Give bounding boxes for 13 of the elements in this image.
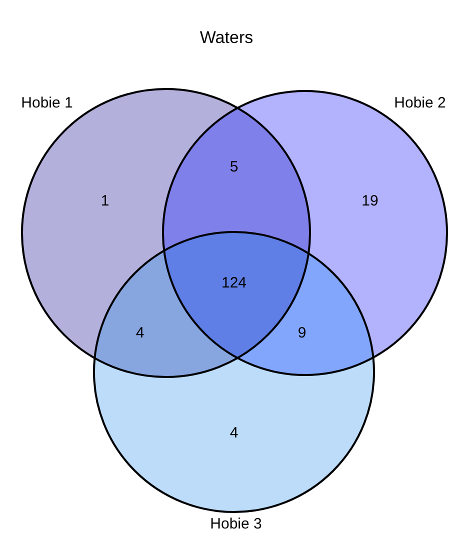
region-count: 9 bbox=[298, 324, 306, 342]
region-count: 124 bbox=[221, 274, 247, 292]
region-count: 1 bbox=[100, 192, 110, 210]
set-circle bbox=[162, 90, 448, 376]
chart-title: Waters bbox=[200, 28, 254, 48]
set-label: Hobie 2 bbox=[394, 94, 446, 112]
set-circle bbox=[21, 88, 311, 378]
region-count: 19 bbox=[362, 192, 378, 210]
set-label: Hobie 3 bbox=[210, 516, 262, 532]
region-count: 4 bbox=[136, 324, 144, 342]
region-count: 4 bbox=[230, 424, 238, 442]
region-count: 5 bbox=[230, 158, 238, 176]
set-label: Hobie 1 bbox=[21, 94, 73, 112]
